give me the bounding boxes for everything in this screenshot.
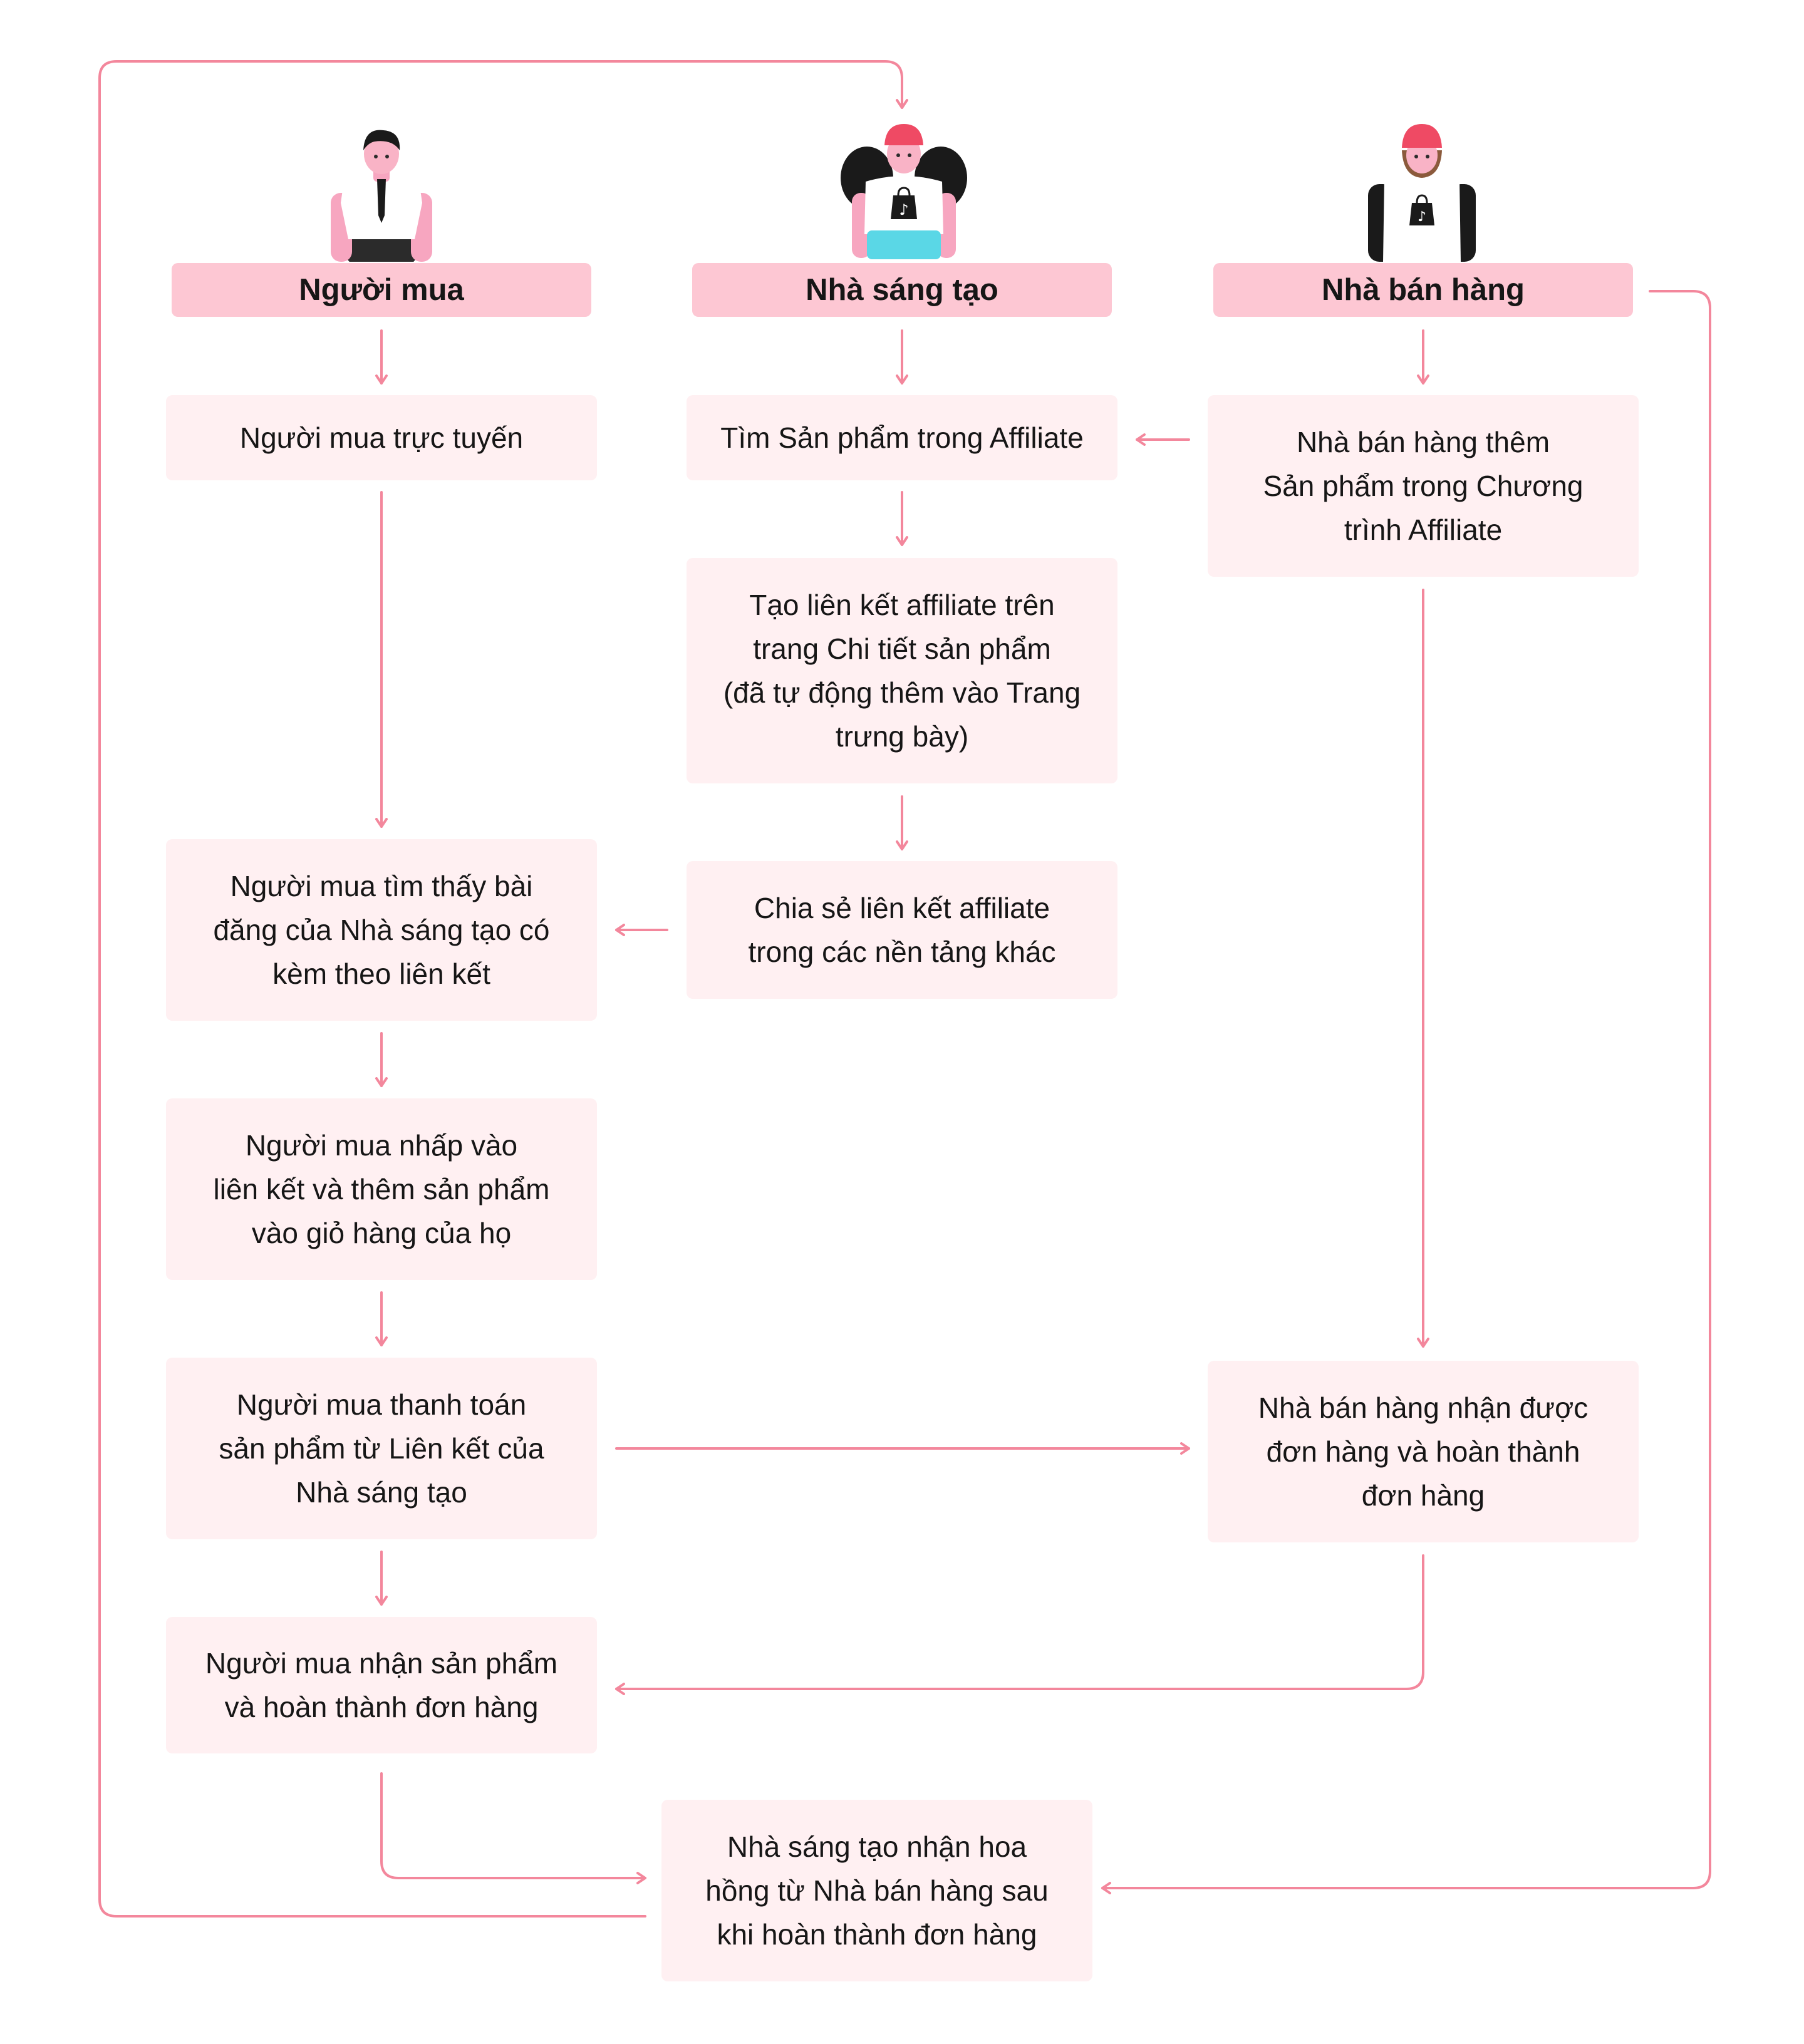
buyer-avatar [331,130,432,262]
svg-text:♪: ♪ [899,201,908,219]
arrow-seller-header-to-commission [1101,290,1711,1894]
lane-header-buyer: Người mua [172,263,591,317]
step-buyer-receive-product: Người mua nhận sản phẩm và hoàn thành đơ… [166,1617,597,1753]
step-buyer-find-post: Người mua tìm thấy bài đăng của Nhà sáng… [166,839,597,1021]
arrow-commission-loop-to-creator [98,60,908,1918]
step-seller-receive-order: Nhà bán hàng nhận được đơn hàng và hoàn … [1208,1361,1639,1542]
step-buyer-click-link: Người mua nhấp vào liên kết và thêm sản … [166,1098,597,1280]
step-seller-add-product: Nhà bán hàng thêm Sản phẩm trong Chương … [1208,395,1639,577]
creator-avatar: ♪ [841,124,967,259]
step-buyer-online: Người mua trực tuyến [166,395,597,480]
seller-avatar: ♪ [1368,124,1476,262]
arrow-buyer-receive-to-commission [380,1772,646,1884]
lane-header-creator: Nhà sáng tạo [692,263,1112,317]
step-creator-find-product: Tìm Sản phẩm trong Affiliate [687,395,1117,480]
step-creator-create-link: Tạo liên kết affiliate trên trang Chi ti… [687,558,1117,783]
step-creator-share-link: Chia sẻ liên kết affiliate trong các nền… [687,861,1117,999]
svg-text:♪: ♪ [1418,209,1426,225]
step-buyer-pay: Người mua thanh toán sản phẩm từ Liên kế… [166,1358,597,1539]
arrow-seller-receive-to-buyer-receive [615,1554,1424,1695]
step-creator-commission: Nhà sáng tạo nhận hoa hồng từ Nhà bán hà… [661,1800,1092,1981]
lane-header-seller: Nhà bán hàng [1213,263,1633,317]
